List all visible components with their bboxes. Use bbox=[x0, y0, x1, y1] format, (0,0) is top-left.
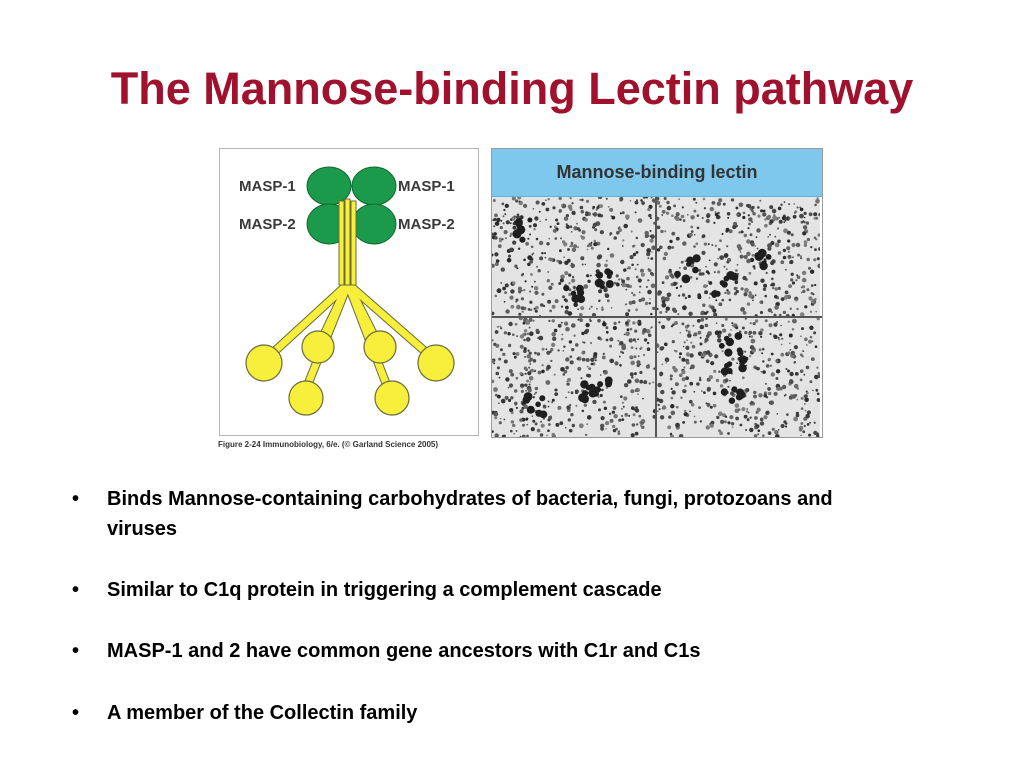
electron-micrograph-panel: Mannose-binding lectin bbox=[491, 148, 823, 438]
micrograph-grid bbox=[492, 197, 822, 437]
micrograph-image bbox=[657, 197, 820, 316]
figure-caption: Figure 2-24 Immunobiology, 6/e. (© Garla… bbox=[218, 440, 439, 449]
bullet-text: A member of the Collectin family bbox=[107, 702, 418, 724]
micrograph-cell bbox=[657, 318, 820, 437]
masp1-left-label: MASP-1 bbox=[239, 178, 296, 195]
masp2-left-label: MASP-2 bbox=[239, 216, 296, 233]
bullet-marker: • bbox=[72, 702, 80, 724]
slide-title: The Mannose-binding Lectin pathway bbox=[110, 63, 914, 114]
micrograph-image bbox=[657, 318, 820, 437]
micrograph-header: Mannose-binding lectin bbox=[492, 149, 822, 197]
bullet-text: MASP-1 and 2 have common gene ancestors … bbox=[107, 640, 701, 662]
micrograph-cell bbox=[657, 197, 820, 316]
bullet-marker: • bbox=[72, 640, 80, 662]
carbohydrate-recognition-heads bbox=[245, 330, 455, 416]
bullet-marker: • bbox=[72, 488, 80, 510]
micrograph-image bbox=[492, 318, 655, 437]
central-bundle bbox=[338, 198, 357, 286]
mbl-structure-svg bbox=[245, 166, 455, 416]
masp2-right-label: MASP-2 bbox=[398, 216, 455, 233]
bullet-text: Similar to C1q protein in triggering a c… bbox=[107, 579, 662, 601]
mbl-structure-diagram: MASP-1 MASP-1 MASP-2 MASP-2 bbox=[219, 148, 479, 436]
micrograph-cell bbox=[492, 318, 655, 437]
micrograph-cell bbox=[492, 197, 655, 316]
micrograph-image bbox=[492, 197, 655, 316]
bullet-marker: • bbox=[72, 579, 80, 601]
grid-divider-horizontal bbox=[492, 316, 822, 318]
bullet-text: Binds Mannose-containing carbohydrates o… bbox=[107, 488, 833, 540]
masp1-right-label: MASP-1 bbox=[398, 178, 455, 195]
